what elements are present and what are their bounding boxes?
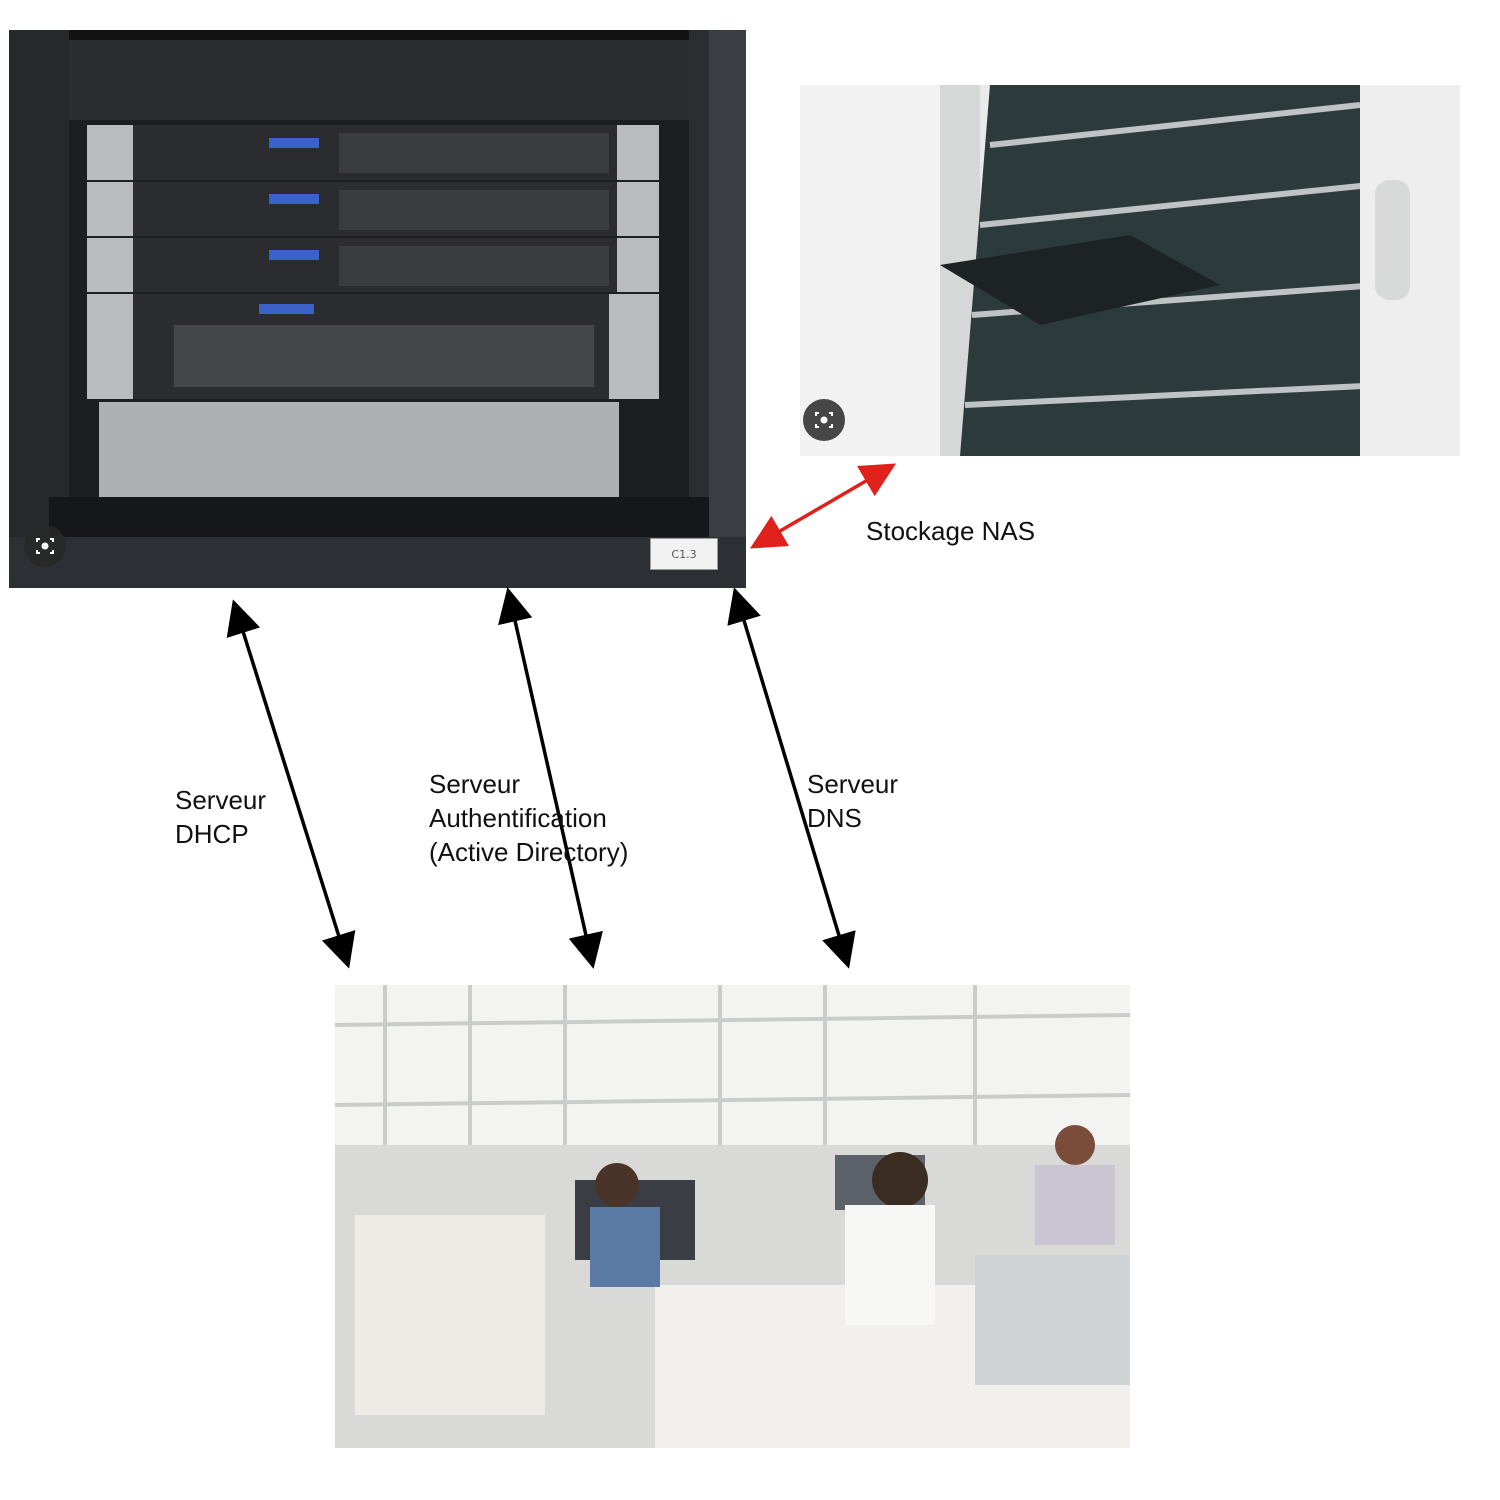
label-dns: Serveur DNS bbox=[807, 769, 899, 833]
server-rack-photo bbox=[9, 30, 746, 588]
office-photo bbox=[335, 985, 1130, 1448]
nas-storage-photo bbox=[800, 85, 1460, 456]
label-dhcp: Serveur DHCP bbox=[175, 785, 267, 849]
rack-tag: C1.3 bbox=[650, 538, 718, 570]
camera-lens-icon[interactable] bbox=[24, 525, 66, 567]
label-nas: Stockage NAS bbox=[866, 516, 1036, 546]
camera-lens-icon[interactable] bbox=[803, 399, 845, 441]
label-auth: Serveur Authentification (Active Directo… bbox=[429, 769, 629, 867]
